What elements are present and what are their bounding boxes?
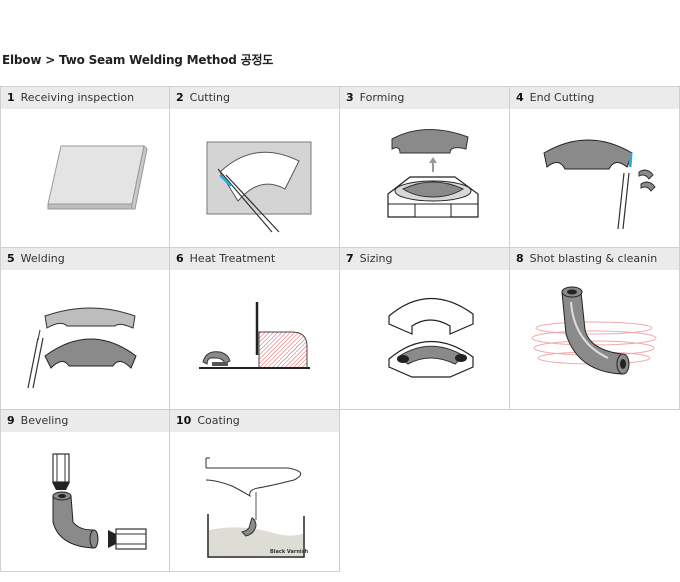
step-number: 3	[346, 91, 354, 104]
step-header-6: 6 Heat Treatment	[170, 248, 339, 270]
step-header-5: 5 Welding	[1, 248, 169, 270]
step-header-1: 1 Receiving inspection	[1, 87, 169, 109]
step-card-1: 1 Receiving inspection	[0, 86, 170, 248]
step-card-10: 10 Coating Black Varnish	[170, 410, 340, 572]
step-card-4: 4 End Cutting	[510, 86, 680, 248]
welding-icon	[1, 270, 169, 409]
step-number: 4	[516, 91, 524, 104]
step-label: Coating	[197, 414, 240, 427]
step-label: Receiving inspection	[20, 91, 135, 104]
step-header-9: 9 Beveling	[1, 410, 169, 432]
step-header-10: 10 Coating	[170, 410, 339, 432]
step-card-3: 3 Forming	[340, 86, 510, 248]
step-card-8: 8 Shot blasting & cleanin	[510, 248, 680, 410]
step-number: 2	[176, 91, 184, 104]
step-number: 9	[7, 414, 15, 427]
process-grid: 1 Receiving inspection 2 Cutting 3 Forming	[0, 86, 680, 574]
shot-blasting-icon	[510, 270, 678, 409]
step-number: 5	[7, 252, 15, 265]
furnace-icon	[170, 270, 338, 409]
step-card-7: 7 Sizing	[340, 248, 510, 410]
step-card-5: 5 Welding	[0, 248, 170, 410]
step-label: Cutting	[189, 91, 230, 104]
step-number: 8	[516, 252, 524, 265]
sizing-die-icon	[340, 270, 508, 409]
step-label: Heat Treatment	[189, 252, 276, 265]
step-label: Beveling	[20, 414, 69, 427]
coating-tank-icon: Black Varnish	[170, 432, 338, 571]
page-title: Elbow > Two Seam Welding Method 공정도	[2, 53, 274, 67]
step-header-8: 8 Shot blasting & cleanin	[510, 248, 679, 270]
tank-label: Black Varnish	[270, 549, 309, 555]
press-forming-icon	[340, 109, 508, 248]
beveling-icon	[1, 432, 169, 571]
step-label: Shot blasting & cleanin	[529, 252, 658, 265]
step-label: End Cutting	[529, 91, 595, 104]
step-label: Sizing	[359, 252, 393, 265]
step-header-7: 7 Sizing	[340, 248, 509, 270]
plate-cutting-icon	[170, 109, 338, 248]
step-card-6: 6 Heat Treatment	[170, 248, 340, 410]
step-number: 6	[176, 252, 184, 265]
step-header-2: 2 Cutting	[170, 87, 339, 109]
step-card-2: 2 Cutting	[170, 86, 340, 248]
step-number: 7	[346, 252, 354, 265]
step-label: Welding	[20, 252, 65, 265]
steel-plate-icon	[1, 109, 169, 248]
step-number: 1	[7, 91, 15, 104]
step-header-4: 4 End Cutting	[510, 87, 679, 109]
step-number: 10	[176, 414, 192, 427]
end-cutting-icon	[510, 109, 678, 248]
step-card-9: 9 Beveling	[0, 410, 170, 572]
step-label: Forming	[359, 91, 405, 104]
step-header-3: 3 Forming	[340, 87, 509, 109]
